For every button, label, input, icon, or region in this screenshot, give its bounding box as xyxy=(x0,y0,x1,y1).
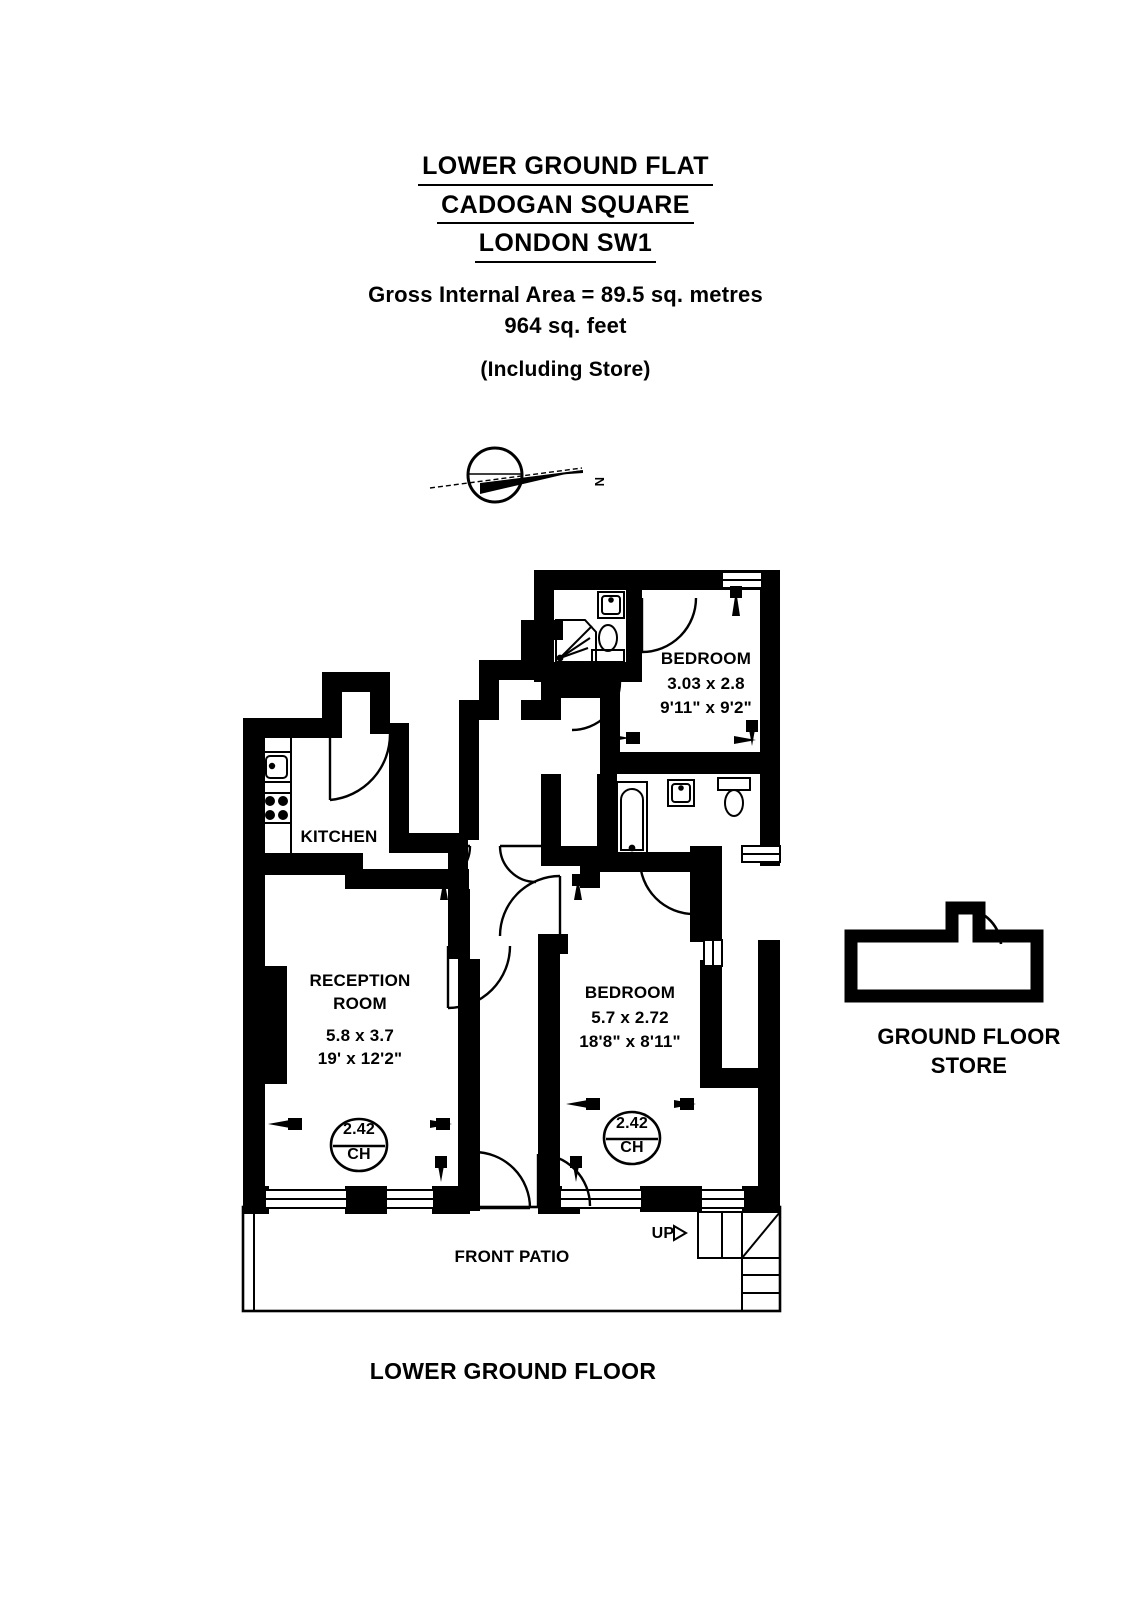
caption-ground-floor-store-line1: GROUND FLOOR xyxy=(877,1024,1061,1049)
area-note: (Including Store) xyxy=(480,357,651,381)
room-dim-bedroom-two-imperial: 9'11" x 9'2" xyxy=(660,698,752,717)
property-street: CADOGAN SQUARE xyxy=(437,189,694,224)
room-label-front-patio: FRONT PATIO xyxy=(454,1247,570,1266)
hob-icon xyxy=(261,792,292,824)
kitchen-fittings xyxy=(261,738,292,853)
area-metric: Gross Internal Area = 89.5 sq. metres xyxy=(368,281,763,307)
plan-header: LOWER GROUND FLAT CADOGAN SQUARE LONDON … xyxy=(0,150,1131,382)
stairs-up-label: UP xyxy=(651,1225,675,1242)
area-block: Gross Internal Area = 89.5 sq. metres 96… xyxy=(0,279,1131,382)
compass-rose: N xyxy=(420,432,620,522)
area-imperial: 964 sq. feet xyxy=(504,312,627,338)
basin-icon xyxy=(667,779,695,807)
store-door-swing xyxy=(960,906,1003,945)
room-label-bedroom-main: BEDROOM xyxy=(584,983,676,1002)
room-label-bedroom-two: BEDROOM xyxy=(660,649,752,668)
wc-icon xyxy=(598,624,618,652)
ceiling-height-reception-value: 2.42 xyxy=(343,1121,375,1138)
bath-icon xyxy=(616,781,648,855)
room-dim-reception-imperial: 19' x 12'2" xyxy=(317,1049,403,1068)
property-type: LOWER GROUND FLAT xyxy=(418,150,713,186)
room-dim-reception-metric: 5.8 x 3.7 xyxy=(326,1026,394,1045)
shower-room-fittings xyxy=(555,591,625,663)
staircase xyxy=(673,1211,781,1312)
room-label-reception-line1: RECEPTION xyxy=(309,971,411,990)
title-line-1: LOWER GROUND FLAT xyxy=(0,150,1131,189)
room-dim-bedroom-two-metric: 3.03 x 2.8 xyxy=(667,674,745,693)
wc-icon xyxy=(724,789,744,817)
ceiling-height-bedroom-unit: CH xyxy=(620,1139,644,1156)
title-line-2: CADOGAN SQUARE xyxy=(0,189,1131,228)
room-label-reception-line2: ROOM xyxy=(333,994,387,1013)
compass-north-label: N xyxy=(592,477,607,486)
caption-lower-ground-floor: LOWER GROUND FLOOR xyxy=(369,1358,657,1384)
basin-icon xyxy=(597,591,625,619)
ground-floor-store-plan xyxy=(844,901,1044,1003)
property-city: LONDON SW1 xyxy=(474,227,657,263)
shower-tray-icon xyxy=(555,619,597,663)
room-dim-bedroom-main-metric: 5.7 x 2.72 xyxy=(591,1008,669,1027)
ceiling-height-bedroom-value: 2.42 xyxy=(616,1115,648,1132)
caption-ground-floor-store-line2: STORE xyxy=(930,1053,1008,1078)
ceiling-height-reception-unit: CH xyxy=(347,1146,371,1163)
room-dim-bedroom-main-imperial: 18'8" x 8'11" xyxy=(579,1032,681,1051)
room-label-kitchen: KITCHEN xyxy=(300,827,378,846)
title-line-3: LONDON SW1 xyxy=(0,227,1131,266)
sink-icon xyxy=(261,751,292,783)
bathroom-fittings xyxy=(616,777,751,855)
